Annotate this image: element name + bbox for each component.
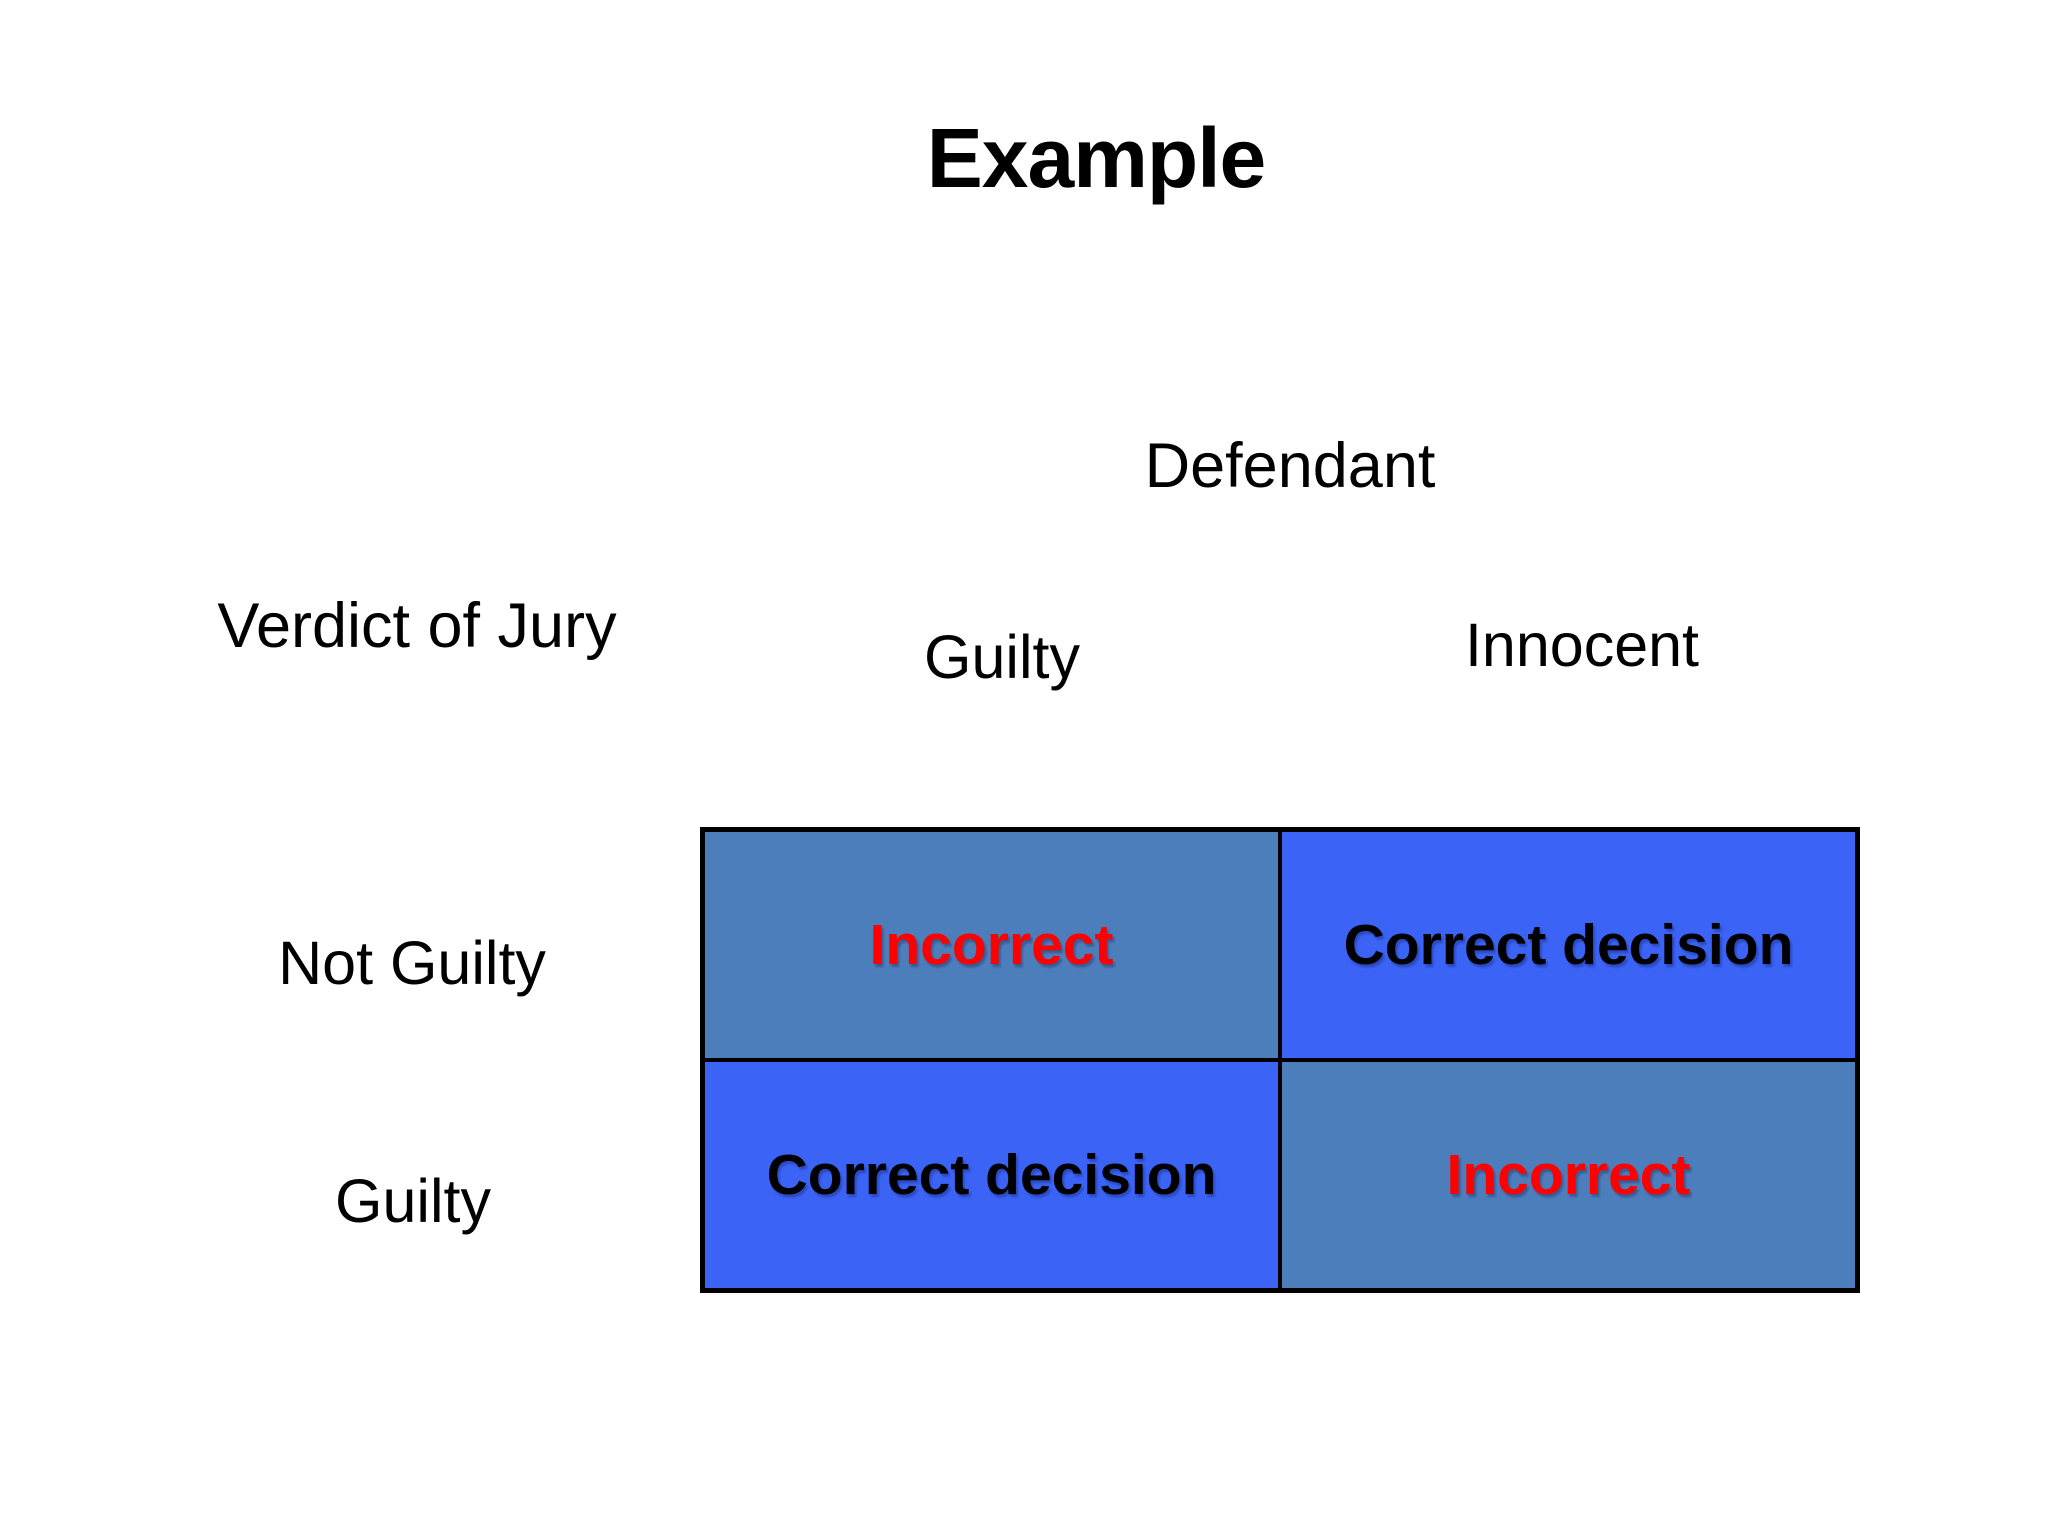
row-header-not-guilty: Not Guilty bbox=[278, 929, 546, 997]
slide-title: Example bbox=[926, 111, 1267, 205]
matrix-cell-guilty-vs-guilty: Correct decision bbox=[703, 1060, 1280, 1290]
row-group-label-verdict-of-jury: Verdict of Jury bbox=[217, 591, 617, 661]
matrix-cell-guilty-vs-innocent: Incorrect bbox=[1280, 1060, 1857, 1290]
column-header-guilty: Guilty bbox=[924, 623, 1080, 691]
matrix-cell-not-guilty-vs-innocent: Correct decision bbox=[1280, 830, 1857, 1060]
decision-matrix: Incorrect Correct decision Correct decis… bbox=[700, 827, 1860, 1293]
matrix-cell-not-guilty-vs-guilty: Incorrect bbox=[703, 830, 1280, 1060]
row-header-guilty: Guilty bbox=[335, 1167, 491, 1235]
column-group-label-defendant: Defendant bbox=[1144, 431, 1436, 501]
column-header-innocent: Innocent bbox=[1464, 611, 1700, 679]
